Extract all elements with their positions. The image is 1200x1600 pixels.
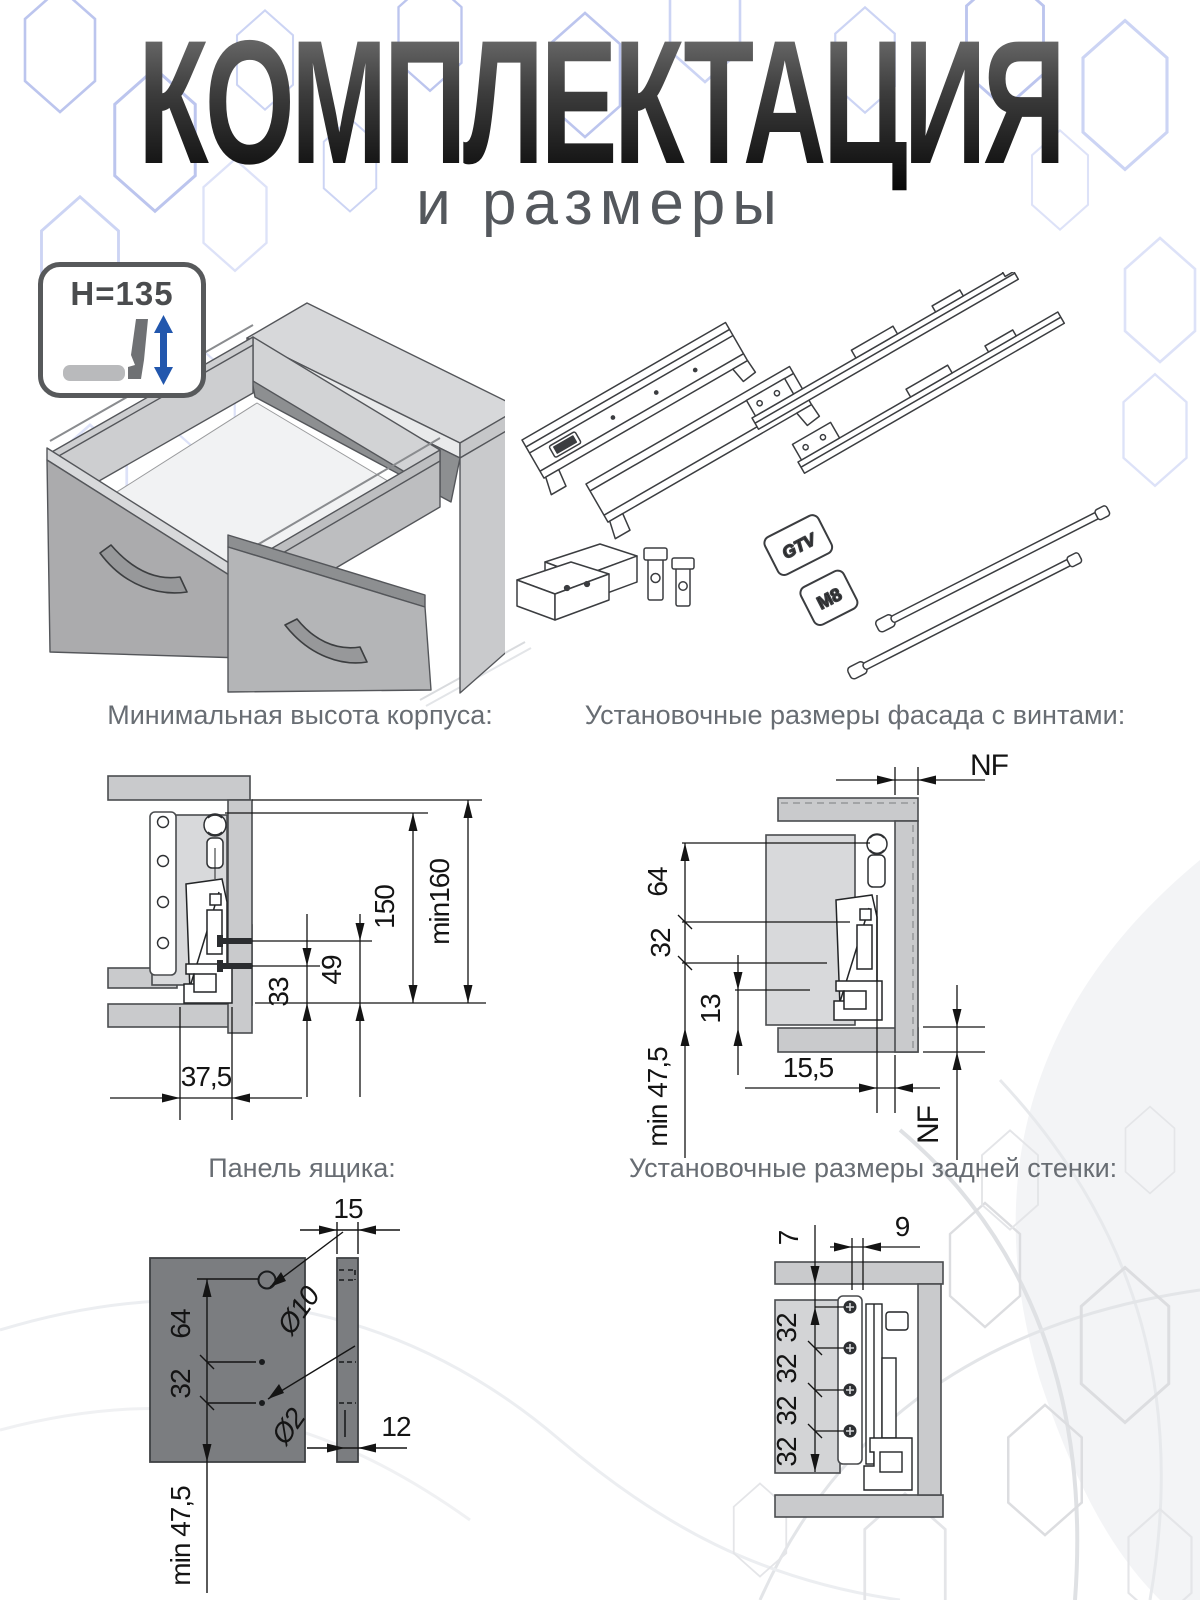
bracket-holes [156, 815, 170, 950]
gallery-rod-right [847, 552, 1083, 680]
dim-32-1: 32 [771, 1313, 802, 1343]
dim-49: 49 [316, 955, 347, 985]
dim-min-47-5: min 47,5 [642, 1047, 673, 1147]
slide-rail-right [791, 311, 1066, 475]
dim-min160: min160 [424, 859, 455, 945]
drawer-side-panel-left [521, 321, 757, 496]
dimension-arrows [680, 775, 962, 1093]
dim-33: 33 [263, 977, 294, 1007]
drawer-cabinet-illustration [46, 302, 505, 694]
panel-side-marks [339, 1269, 356, 1437]
cabinet-bottom-bar [774, 1494, 944, 1518]
dimension-labels: 33 49 150 min160 37,5 [181, 859, 455, 1092]
drawer-profile-icon [63, 315, 173, 385]
section-title-facade: Установочные размеры фасада с винтами: [584, 700, 1126, 730]
section-title-min-height: Минимальная высота корпуса: [107, 700, 493, 730]
hole-d2-lower [259, 1400, 265, 1406]
dimension-labels: NF 64 32 13 min 47,5 15,5 NF [642, 749, 1010, 1147]
dimension-lines [110, 799, 486, 1120]
back-wall-board [774, 1299, 841, 1474]
dimension-lines [677, 767, 985, 1160]
min-height-drawing: 33 49 150 min160 37,5 [107, 775, 486, 1120]
cabinet-right-bar [917, 1283, 942, 1496]
bracket-rail [149, 811, 177, 976]
hole-d2-upper [259, 1359, 265, 1365]
dim-64: 64 [642, 867, 673, 897]
facade-drawing: NF 64 32 13 min 47,5 15,5 NF [642, 749, 1010, 1160]
lock-mechanism [863, 1303, 913, 1491]
dim-32-2: 32 [771, 1354, 802, 1384]
front-clip-pair [643, 547, 695, 607]
back-wall-drawing: 7 9 32 32 32 32 [771, 1211, 944, 1518]
panel-front-view [149, 1257, 306, 1463]
bar-texture [781, 802, 915, 1048]
dim-150: 150 [369, 885, 400, 929]
dim-nf-bottom: NF [912, 1105, 945, 1144]
rear-bracket-pair [516, 543, 638, 621]
facade-panel [894, 820, 919, 1053]
page-title: КОМПЛЕКТАЦИЯ [0, 14, 1200, 190]
dim-32-3: 32 [771, 1396, 802, 1426]
lock-mechanism [183, 848, 233, 1004]
slide-rail-left [745, 272, 1020, 431]
title-subtitle: и размеры [416, 169, 784, 238]
cabinet-top-bar [107, 775, 251, 801]
front-screw [866, 833, 888, 888]
dim-32-4: 32 [771, 1437, 802, 1467]
dim-32: 32 [165, 1369, 196, 1399]
height-badge-label: H=135 [70, 275, 174, 312]
cabinet-top-bar [777, 797, 919, 822]
dim-37-5: 37,5 [181, 1061, 232, 1092]
dim-13: 13 [695, 994, 726, 1024]
section-title-panel: Панель ящика: [208, 1153, 396, 1183]
mount-screws [217, 935, 252, 972]
lock-mechanism [833, 894, 883, 1021]
back-screws [843, 1300, 857, 1438]
section-title-back-wall: Установочные размеры задней стенки: [628, 1153, 1118, 1183]
dim-7: 7 [773, 1230, 804, 1245]
dimension-arrows [810, 1242, 881, 1472]
gallery-rod-left [875, 505, 1111, 633]
m8-tag: M8 [799, 569, 859, 627]
dim-64: 64 [165, 1309, 196, 1339]
height-arrow-icon [154, 315, 173, 385]
gtv-tag: GTV [763, 514, 834, 577]
panel-side-view [336, 1257, 359, 1463]
dim-15-5: 15,5 [783, 1052, 834, 1083]
drawer-handle [99, 544, 188, 594]
drawer-handle-lower [284, 618, 368, 664]
dimension-arrows [202, 1225, 376, 1462]
panel-drawing: 64 32 Ø10 Ø2 min 47,5 15 12 [149, 1196, 412, 1593]
height-badge: H=135 [38, 262, 206, 398]
dim-15: 15 [333, 1196, 363, 1224]
dim-9: 9 [895, 1211, 910, 1242]
dim-min-47-5: min 47,5 [165, 1486, 196, 1586]
dim-32: 32 [645, 928, 676, 958]
dim-12: 12 [381, 1411, 411, 1442]
dim-nf-top: NF [970, 749, 1009, 782]
cabinet-top-bar [774, 1261, 944, 1285]
dimension-arrows [162, 800, 473, 1103]
exploded-parts-view: GTV M8 [516, 272, 1111, 680]
title-main: КОМПЛЕКТАЦИЯ [137, 3, 1066, 201]
dimension-labels: 7 9 32 32 32 32 [771, 1211, 911, 1467]
back-bracket-rail [837, 1295, 863, 1465]
